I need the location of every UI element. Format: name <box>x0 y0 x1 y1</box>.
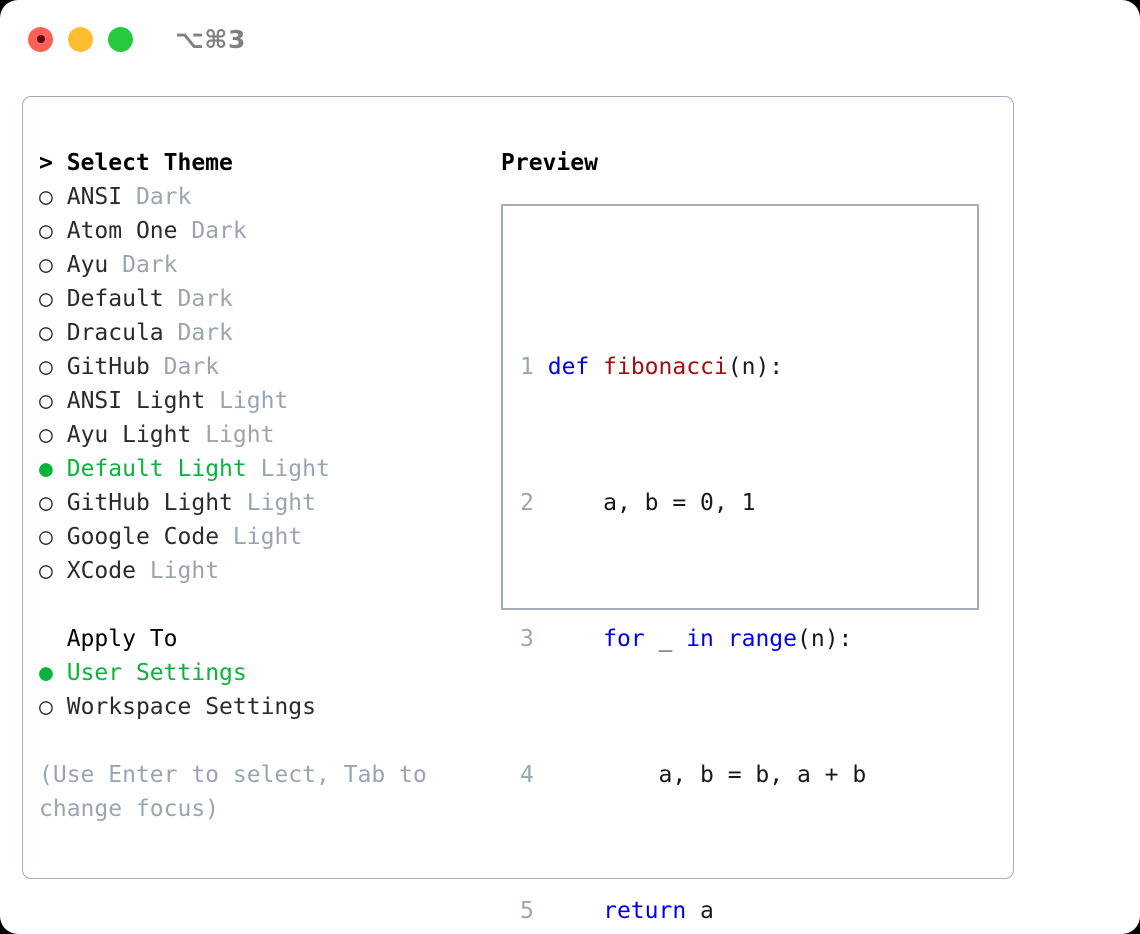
apply-to-option-label: User Settings <box>66 660 247 686</box>
radio-icon: ○ <box>39 252 53 278</box>
theme-option-label: Atom One <box>66 218 178 244</box>
theme-option-atom-one-dark[interactable]: ○ Atom One Dark <box>39 214 469 248</box>
code-token: def <box>547 354 590 380</box>
preview-column: Preview <box>501 146 1001 180</box>
minimize-button-icon[interactable] <box>68 26 93 52</box>
code-token <box>714 626 728 652</box>
code-token: a <box>686 898 714 924</box>
theme-option-tag: Light <box>205 422 275 448</box>
theme-option-label: Default Light <box>66 456 247 482</box>
line-number: 4 <box>520 762 534 788</box>
theme-option-label: ANSI Light <box>66 388 206 414</box>
theme-option-github-light[interactable]: ○ GitHub Light Light <box>39 486 469 520</box>
preview-box: 1 def fibonacci(n): 2 a, b = 0, 1 3 for … <box>501 204 979 924</box>
radio-icon: ○ <box>39 524 53 550</box>
radio-icon: ○ <box>39 286 53 312</box>
theme-picker-column: > Select Theme ○ ANSI Dark ○ Atom One Da… <box>39 146 469 826</box>
radio-icon: ○ <box>39 184 53 210</box>
theme-option-github-dark[interactable]: ○ GitHub Dark <box>39 350 469 384</box>
radio-icon: ○ <box>39 694 53 720</box>
window-titlebar: ⌥⌘3 <box>0 0 1140 78</box>
code-token: a, b = b, a + b <box>547 762 867 788</box>
code-line: 5 return a <box>520 894 908 928</box>
apply-to-option-workspace-settings[interactable]: ○ Workspace Settings <box>39 690 469 724</box>
theme-option-tag: Dark <box>122 252 178 278</box>
code-token: (n): <box>797 626 853 652</box>
theme-option-tag: Dark <box>135 184 192 210</box>
code-token: for <box>603 626 645 652</box>
radio-icon: ○ <box>39 558 53 584</box>
radio-icon: ○ <box>39 218 53 244</box>
code-token: in <box>686 626 714 652</box>
line-number: 3 <box>520 626 534 652</box>
traffic-lights <box>28 26 133 52</box>
radio-icon: ○ <box>39 388 53 414</box>
radio-icon-selected: ● <box>39 660 53 686</box>
theme-option-tag: Light <box>219 388 289 414</box>
theme-option-tag: Light <box>232 524 303 550</box>
code-token: return <box>603 898 687 924</box>
maximize-button-icon[interactable] <box>108 26 133 52</box>
theme-option-default-dark[interactable]: ○ Default Dark <box>39 282 469 316</box>
preview-heading: Preview <box>501 150 598 176</box>
theme-option-label: Google Code <box>66 524 220 550</box>
code-line: 2 a, b = 0, 1 <box>520 486 908 520</box>
theme-option-default-light[interactable]: ● Default Light Light <box>39 452 469 486</box>
panel-columns: > Select Theme ○ ANSI Dark ○ Atom One Da… <box>23 97 1013 924</box>
code-line: 3 for _ in range(n): <box>520 622 908 656</box>
theme-option-label: Default <box>66 286 164 312</box>
theme-option-ansi-light[interactable]: ○ ANSI Light Light <box>39 384 469 418</box>
apply-to-heading: Apply To <box>39 626 178 652</box>
code-token: _ <box>644 626 687 652</box>
radio-icon: ○ <box>39 320 53 346</box>
radio-icon: ○ <box>39 422 53 448</box>
theme-option-ayu-dark[interactable]: ○ Ayu Dark <box>39 248 469 282</box>
theme-option-label: GitHub Light <box>66 490 233 516</box>
theme-option-tag: Dark <box>163 354 220 380</box>
code-token <box>548 626 603 652</box>
theme-option-tag: Light <box>260 456 330 482</box>
theme-option-label: ANSI <box>66 184 123 210</box>
code-token: range <box>727 626 798 652</box>
theme-option-label: Dracula <box>66 320 164 346</box>
theme-option-label: Ayu <box>66 252 109 278</box>
preview-code: 1 def fibonacci(n): 2 a, b = 0, 1 3 for … <box>520 248 908 934</box>
code-token: fibonacci <box>603 354 728 380</box>
theme-option-ayu-light[interactable]: ○ Ayu Light Light <box>39 418 469 452</box>
theme-option-label: Ayu Light <box>66 422 192 448</box>
code-token <box>589 354 603 380</box>
theme-option-label: GitHub <box>66 354 150 380</box>
close-button-icon[interactable] <box>28 26 53 52</box>
code-token: (n): <box>727 354 784 380</box>
code-token <box>548 898 603 924</box>
theme-option-dracula-dark[interactable]: ○ Dracula Dark <box>39 316 469 350</box>
theme-option-tag: Dark <box>177 320 233 346</box>
line-number: 5 <box>520 898 534 924</box>
line-number: 1 <box>520 354 534 380</box>
select-theme-heading: > Select Theme <box>39 150 233 176</box>
main-panel: > Select Theme ○ ANSI Dark ○ Atom One Da… <box>22 96 1014 924</box>
code-token: a, b = 0, 1 <box>547 490 756 516</box>
theme-option-label: XCode <box>66 558 136 584</box>
theme-option-ansi-dark[interactable]: ○ ANSI Dark <box>39 180 469 214</box>
keyboard-shortcut-label: ⌥⌘3 <box>175 24 246 54</box>
apply-to-option-label: Workspace Settings <box>66 694 316 720</box>
line-number: 2 <box>520 490 534 516</box>
theme-option-tag: Light <box>246 490 316 516</box>
theme-option-xcode[interactable]: ○ XCode Light <box>39 554 469 588</box>
theme-option-tag: Dark <box>177 286 233 312</box>
radio-icon: ○ <box>39 490 53 516</box>
apply-to-option-user-settings[interactable]: ● User Settings <box>39 656 469 690</box>
code-line: 4 a, b = b, a + b <box>520 758 908 792</box>
theme-option-tag: Dark <box>191 218 247 244</box>
theme-option-tag: Light <box>149 558 220 584</box>
keyboard-hint-text: (Use Enter to select, Tab to change focu… <box>39 762 427 822</box>
radio-icon: ○ <box>39 354 53 380</box>
list-spacer <box>39 588 469 622</box>
theme-option-google-code[interactable]: ○ Google Code Light <box>39 520 469 554</box>
code-line: 1 def fibonacci(n): <box>520 350 908 384</box>
radio-icon-selected: ● <box>39 456 53 482</box>
